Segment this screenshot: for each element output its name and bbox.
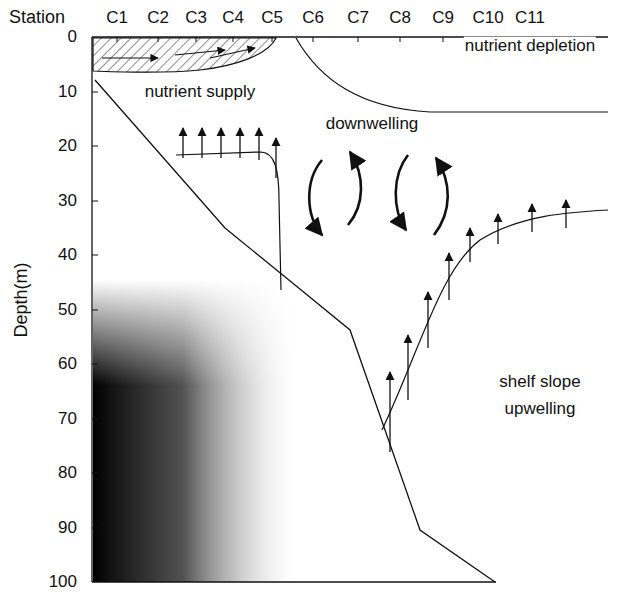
station-label: C1 xyxy=(105,9,129,28)
station-label: C7 xyxy=(346,9,370,28)
station-label: C2 xyxy=(146,9,170,28)
depth-tick: 0 xyxy=(67,28,78,47)
slope-front xyxy=(382,210,608,430)
depth-tick: 30 xyxy=(57,192,78,211)
shaded-fade xyxy=(93,280,293,582)
axis-ticks xyxy=(92,37,530,528)
station-label: C4 xyxy=(221,9,245,28)
supply-plume xyxy=(93,38,276,72)
depth-tick: 10 xyxy=(57,83,78,102)
depth-tick: 90 xyxy=(57,519,78,538)
station-label: C8 xyxy=(388,9,412,28)
process-label: shelf slope upwelling xyxy=(489,368,591,422)
depth-tick: 80 xyxy=(57,464,78,483)
process-label: downwelling xyxy=(325,115,420,134)
axes-frame xyxy=(92,37,608,582)
depth-tick: 60 xyxy=(57,355,78,374)
station-label: C3 xyxy=(184,9,208,28)
station-label: C6 xyxy=(301,9,325,28)
station-label: C10 xyxy=(471,9,504,28)
axis-title: Depth(m) xyxy=(12,261,32,338)
plume-arrows xyxy=(102,48,255,58)
upwelling-front xyxy=(176,152,281,290)
station-label: C5 xyxy=(260,9,284,28)
axis-title: Station xyxy=(8,8,66,28)
downwelling-cells xyxy=(309,152,448,235)
seafloor-line xyxy=(95,80,495,582)
shaded-zone xyxy=(93,280,293,582)
depth-tick: 50 xyxy=(57,301,78,320)
depth-tick: 20 xyxy=(57,137,78,156)
station-label: C11 xyxy=(514,9,546,28)
upwelling-arrows xyxy=(183,128,276,178)
depth-tick: 100 xyxy=(48,573,78,592)
region-label: nutrient supply xyxy=(144,83,257,102)
depth-tick: 70 xyxy=(57,410,78,429)
region-label: nutrient depletion xyxy=(464,37,596,56)
station-label: C9 xyxy=(431,9,455,28)
depth-tick: 40 xyxy=(57,246,78,265)
